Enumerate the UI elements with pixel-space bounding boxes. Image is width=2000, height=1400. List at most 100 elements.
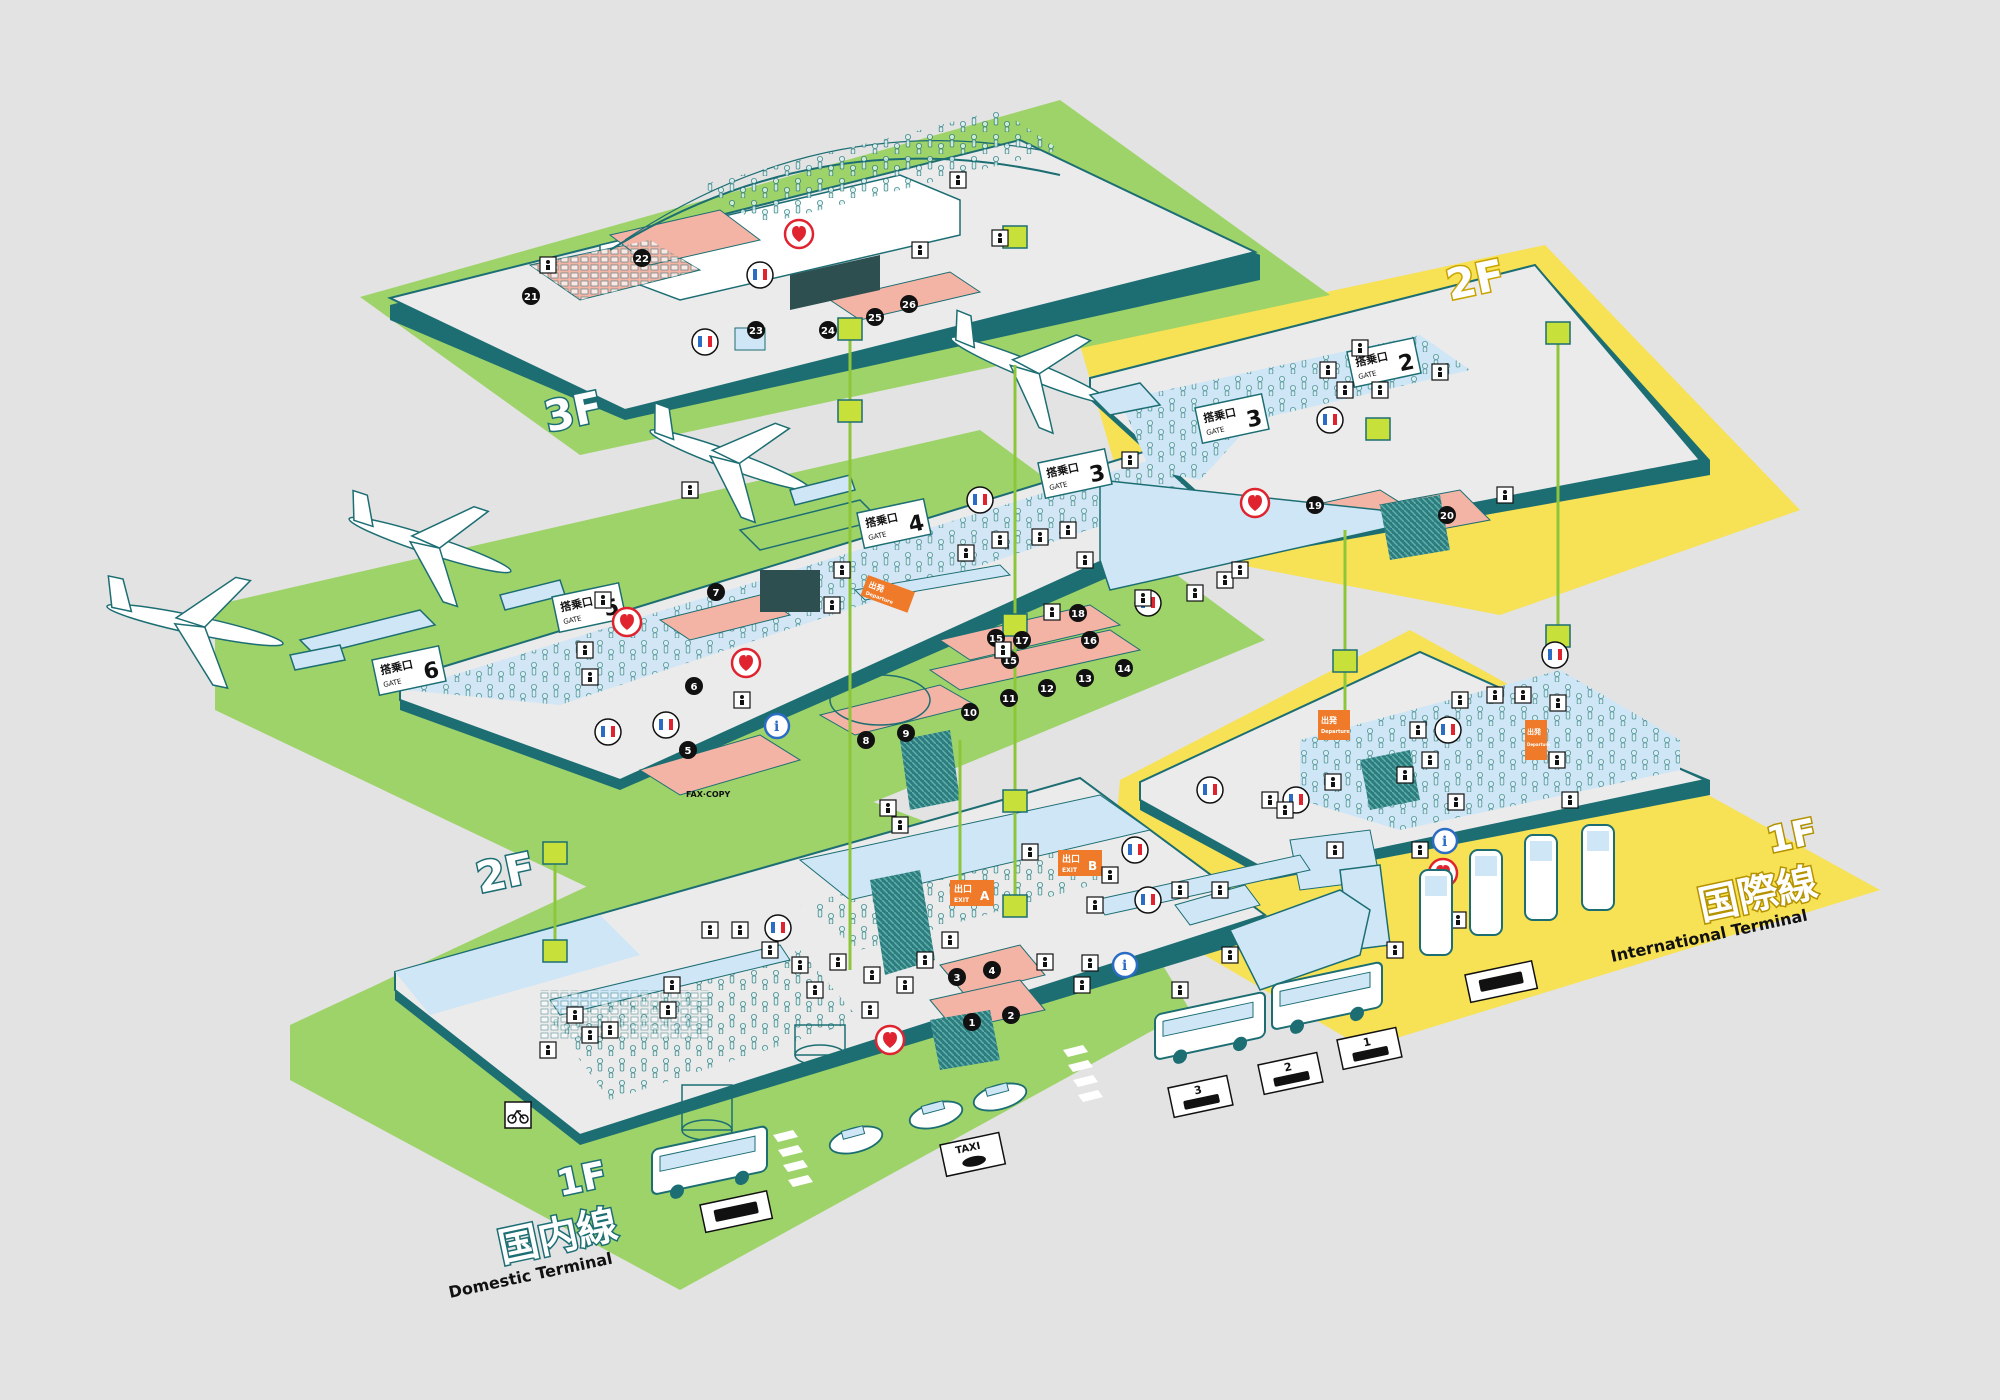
facility-pictogram-icon[interactable] — [1409, 721, 1427, 739]
facility-pictogram-icon[interactable] — [1086, 896, 1104, 914]
numbered-marker[interactable]: 21 — [522, 287, 540, 305]
info-icons[interactable]: i i i — [763, 712, 1459, 979]
numbered-marker[interactable]: 22 — [633, 249, 651, 267]
facility-pictogram-icon[interactable] — [1431, 363, 1449, 381]
facility-pictogram-icon[interactable] — [1451, 691, 1469, 709]
facility-pictogram-icon[interactable] — [949, 171, 967, 189]
facility-pictogram-icon[interactable] — [1059, 521, 1077, 539]
gate-sign-4[interactable]: 搭乗口 GATE 3 — [1194, 392, 1270, 445]
facility-pictogram-icon[interactable] — [566, 1006, 584, 1024]
facility-pictogram-icon[interactable] — [1134, 589, 1152, 607]
facility-pictogram-icon[interactable] — [833, 561, 851, 579]
aed-icons[interactable] — [611, 218, 1459, 1056]
gate-sign-0[interactable]: 搭乗口 GATE 6 — [371, 644, 447, 697]
toilet-icons[interactable] — [594, 261, 1569, 942]
numbered-marker[interactable]: 3 — [948, 968, 966, 986]
facility-pictogram-icon[interactable] — [731, 921, 749, 939]
numbered-marker[interactable]: 8 — [857, 731, 875, 749]
numbered-marker[interactable]: 23 — [747, 321, 765, 339]
facility-pictogram-icon[interactable] — [581, 668, 599, 686]
facility-pictogram-icon[interactable] — [829, 953, 847, 971]
facility-pictogram-icon[interactable] — [1549, 694, 1567, 712]
facility-pictogram-icon[interactable] — [1073, 976, 1091, 994]
numbered-marker[interactable]: 20 — [1438, 506, 1456, 524]
numbered-marker[interactable]: 1 — [963, 1013, 981, 1031]
facility-pictogram-icon[interactable] — [1171, 981, 1189, 999]
numbered-marker[interactable]: 5 — [679, 741, 697, 759]
facility-pictogram-icon[interactable] — [1371, 381, 1389, 399]
facility-pictogram-icon[interactable] — [1171, 881, 1189, 899]
numbered-marker[interactable]: 17 — [1013, 631, 1031, 649]
facility-pictogram-icon[interactable] — [1447, 793, 1465, 811]
numbered-marker[interactable]: 9 — [897, 724, 915, 742]
facility-pictogram-icon[interactable] — [701, 921, 719, 939]
numbered-marker[interactable]: 12 — [1038, 679, 1056, 697]
numbered-marker[interactable]: 19 — [1306, 496, 1324, 514]
facility-pictogram-icon[interactable] — [761, 941, 779, 959]
facility-pictogram-icon[interactable] — [1548, 751, 1566, 769]
facility-pictogram-icon[interactable] — [1336, 381, 1354, 399]
facility-pictogram-icon[interactable] — [1421, 751, 1439, 769]
facility-pictogram-icon[interactable] — [1021, 843, 1039, 861]
numbered-marker[interactable]: 24 — [819, 321, 837, 339]
facility-pictogram-icon[interactable] — [1319, 361, 1337, 379]
facility-pictogram-icon[interactable] — [1326, 841, 1344, 859]
numbered-marker[interactable]: 18 — [1069, 604, 1087, 622]
facility-pictogram-icon[interactable] — [1324, 773, 1342, 791]
exit-sign-b[interactable]: 出口 EXIT B — [1058, 850, 1102, 876]
numbered-marker[interactable]: 14 — [1115, 659, 1133, 677]
numbered-marker[interactable]: 26 — [900, 295, 918, 313]
facility-pictogram-icon[interactable] — [941, 931, 959, 949]
facility-pictogram-icon[interactable] — [1101, 866, 1119, 884]
facility-pictogram-icon[interactable] — [891, 816, 909, 834]
numbered-marker[interactable]: 13 — [1076, 669, 1094, 687]
facility-pictogram-icon[interactable] — [1486, 686, 1504, 704]
facility-pictogram-icon[interactable] — [916, 951, 934, 969]
facility-pictogram-icon[interactable] — [539, 256, 557, 274]
numbered-marker[interactable]: 10 — [961, 703, 979, 721]
facility-pictogram-icon[interactable] — [576, 641, 594, 659]
facility-pictogram-icon[interactable] — [1351, 339, 1369, 357]
facility-pictogram-icon[interactable] — [659, 1001, 677, 1019]
exit-sign-a[interactable]: 出口 EXIT A — [950, 880, 994, 906]
facility-pictogram-icon[interactable] — [1411, 841, 1429, 859]
numbered-marker[interactable]: 4 — [983, 961, 1001, 979]
facility-pictogram-icon[interactable] — [1514, 686, 1532, 704]
facility-pictogram-icon[interactable] — [911, 241, 929, 259]
facility-pictogram-icon[interactable] — [823, 596, 841, 614]
facility-pictogram-icon[interactable] — [1561, 791, 1579, 809]
facility-pictogram-icon[interactable] — [1261, 791, 1279, 809]
facility-pictogram-icon[interactable] — [1076, 551, 1094, 569]
numbered-marker[interactable]: 11 — [1000, 689, 1018, 707]
gate-sign-2[interactable]: 搭乗口 GATE 4 — [856, 497, 932, 550]
facility-pictogram-icon[interactable] — [1211, 881, 1229, 899]
facility-pictogram-icon[interactable] — [1121, 451, 1139, 469]
facility-pictogram-icon[interactable] — [1036, 953, 1054, 971]
facility-pictogram-icon[interactable] — [791, 956, 809, 974]
facility-pictogram-icon[interactable] — [991, 229, 1009, 247]
facility-pictogram-icon[interactable] — [957, 544, 975, 562]
facility-pictogram-icon[interactable] — [863, 966, 881, 984]
facility-pictogram-icon[interactable] — [601, 1021, 619, 1039]
facility-pictogram-icon[interactable] — [1276, 801, 1294, 819]
facility-pictogram-icon[interactable] — [1081, 954, 1099, 972]
gate-sign-3[interactable]: 搭乗口 GATE 3 — [1037, 447, 1113, 500]
facility-pictogram-icon[interactable] — [539, 1041, 557, 1059]
facility-pictogram-icon[interactable] — [896, 976, 914, 994]
numbered-marker[interactable]: 2 — [1002, 1006, 1020, 1024]
numbered-marker[interactable]: 16 — [1081, 631, 1099, 649]
numbered-marker[interactable]: 7 — [707, 583, 725, 601]
facility-pictogram-icon[interactable] — [806, 981, 824, 999]
facility-pictogram-icon[interactable] — [1031, 528, 1049, 546]
facility-pictogram-icon[interactable] — [1221, 946, 1239, 964]
facility-pictogram-icon[interactable] — [1043, 603, 1061, 621]
facility-pictogram-icon[interactable] — [1396, 766, 1414, 784]
numbered-marker[interactable]: 25 — [866, 308, 884, 326]
facility-pictogram-icon[interactable] — [733, 691, 751, 709]
numbered-marker[interactable]: 6 — [685, 677, 703, 695]
facility-pictogram-icon[interactable] — [1449, 911, 1467, 929]
facility-pictogram-icon[interactable] — [663, 976, 681, 994]
facility-pictogram-icon[interactable] — [879, 799, 897, 817]
facility-pictogram-icon[interactable] — [1496, 486, 1514, 504]
facility-pictogram-icon[interactable] — [1186, 584, 1204, 602]
